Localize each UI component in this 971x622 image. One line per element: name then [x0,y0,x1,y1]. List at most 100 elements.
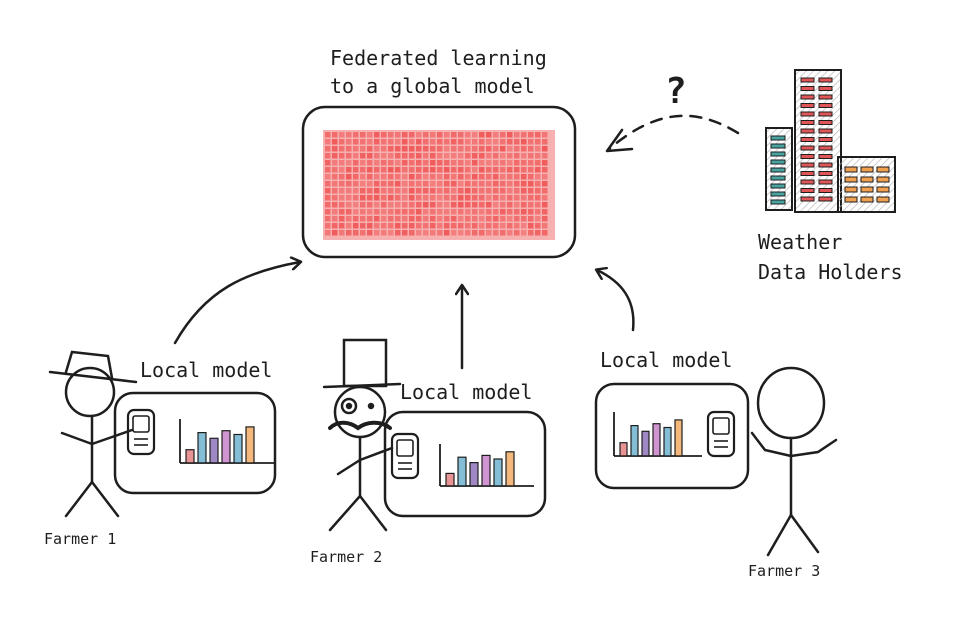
heatmap-cell [486,146,492,152]
heatmap-cell [458,202,464,208]
window [770,199,786,205]
heatmap-cell [360,160,366,166]
heatmap-cell [409,223,415,229]
heatmap-cell [486,132,492,138]
heatmap-cell [521,153,527,159]
window [800,86,815,91]
heatmap-cell [521,139,527,145]
heatmap-cell [367,167,373,173]
heatmap-cell [360,188,366,194]
heatmap-cell [451,167,457,173]
heatmap-cell [500,146,506,152]
window [818,154,833,159]
heatmap-cell [472,167,478,173]
heatmap-cell [535,216,541,222]
heatmap-cell [332,153,338,159]
heatmap-cell [402,132,408,138]
heatmap-cell [430,174,436,180]
heatmap-cell [339,202,345,208]
heatmap-cell [500,216,506,222]
heatmap-cell [353,223,359,229]
heatmap-cell [367,160,373,166]
heatmap-cell [444,181,450,187]
heatmap-cell [353,181,359,187]
heatmap-cell [528,132,534,138]
heatmap-cell [514,167,520,173]
heatmap-cell [493,146,499,152]
heatmap-cell [507,230,513,236]
heatmap-cell [451,160,457,166]
heatmap-cell [451,139,457,145]
heatmap-cell [402,230,408,236]
heatmap-cell [395,139,401,145]
farmer-2-figure [322,338,402,532]
heatmap-cell [360,146,366,152]
heatmap-cell [521,132,527,138]
heatmap-cell [325,132,331,138]
heatmap-cell [507,153,513,159]
heatmap-cell [500,181,506,187]
heatmap-cell [325,202,331,208]
heatmap-cell [430,146,436,152]
heatmap-cell [479,181,485,187]
heatmap-cell [325,174,331,180]
heatmap-cell [486,174,492,180]
heatmap-cell [500,195,506,201]
heatmap-cell [514,202,520,208]
window [800,171,815,176]
heatmap-cell [465,230,471,236]
heatmap-cell [493,139,499,145]
heatmap-cell [374,188,380,194]
window [876,176,890,183]
heatmap-cell [409,167,415,173]
heatmap-cell [535,223,541,229]
heatmap-cell [367,139,373,145]
heatmap-cell [423,174,429,180]
heatmap-cell [451,132,457,138]
heatmap-cell [472,230,478,236]
heatmap-cell [486,202,492,208]
heatmap-cell [542,153,548,159]
heatmap-cell [346,132,352,138]
local-model-frame [594,382,750,490]
heatmap-cell [395,174,401,180]
heatmap-cell [521,230,527,236]
heatmap-cell [500,139,506,145]
heatmap-cell [486,160,492,166]
heatmap-cell [381,139,387,145]
heatmap-cell [465,174,471,180]
heatmap-cell [542,230,548,236]
window [818,162,833,168]
heatmap-cell [493,202,499,208]
heatmap-cell [332,181,338,187]
heatmap-cell [346,188,352,194]
window [800,94,815,100]
heatmap-cell [479,223,485,229]
heatmap-cell [395,202,401,208]
heatmap-cell [465,139,471,145]
heatmap-cell [339,195,345,201]
heatmap-cell [381,209,387,215]
question-mark: ? [665,71,687,112]
local-chart-bar [493,458,503,487]
heatmap-cell [325,230,331,236]
moustache-icon [328,420,392,431]
heatmap-cell [514,230,520,236]
heatmap-cell [332,139,338,145]
heatmap-cell [346,160,352,166]
heatmap-cell [542,223,548,229]
local-chart-bar [505,451,515,487]
heatmap-cell [528,230,534,236]
heatmap-cell [402,167,408,173]
heatmap-cell [458,181,464,187]
heatmap-cell [521,174,527,180]
heatmap-cell [367,181,373,187]
heatmap-cell [479,209,485,215]
heatmap-cell [360,174,366,180]
window [770,151,786,157]
local-model-farmer-2 [383,410,547,518]
heatmap-cell [521,167,527,173]
heatmap-cell [409,132,415,138]
heatmap-cell [402,146,408,152]
